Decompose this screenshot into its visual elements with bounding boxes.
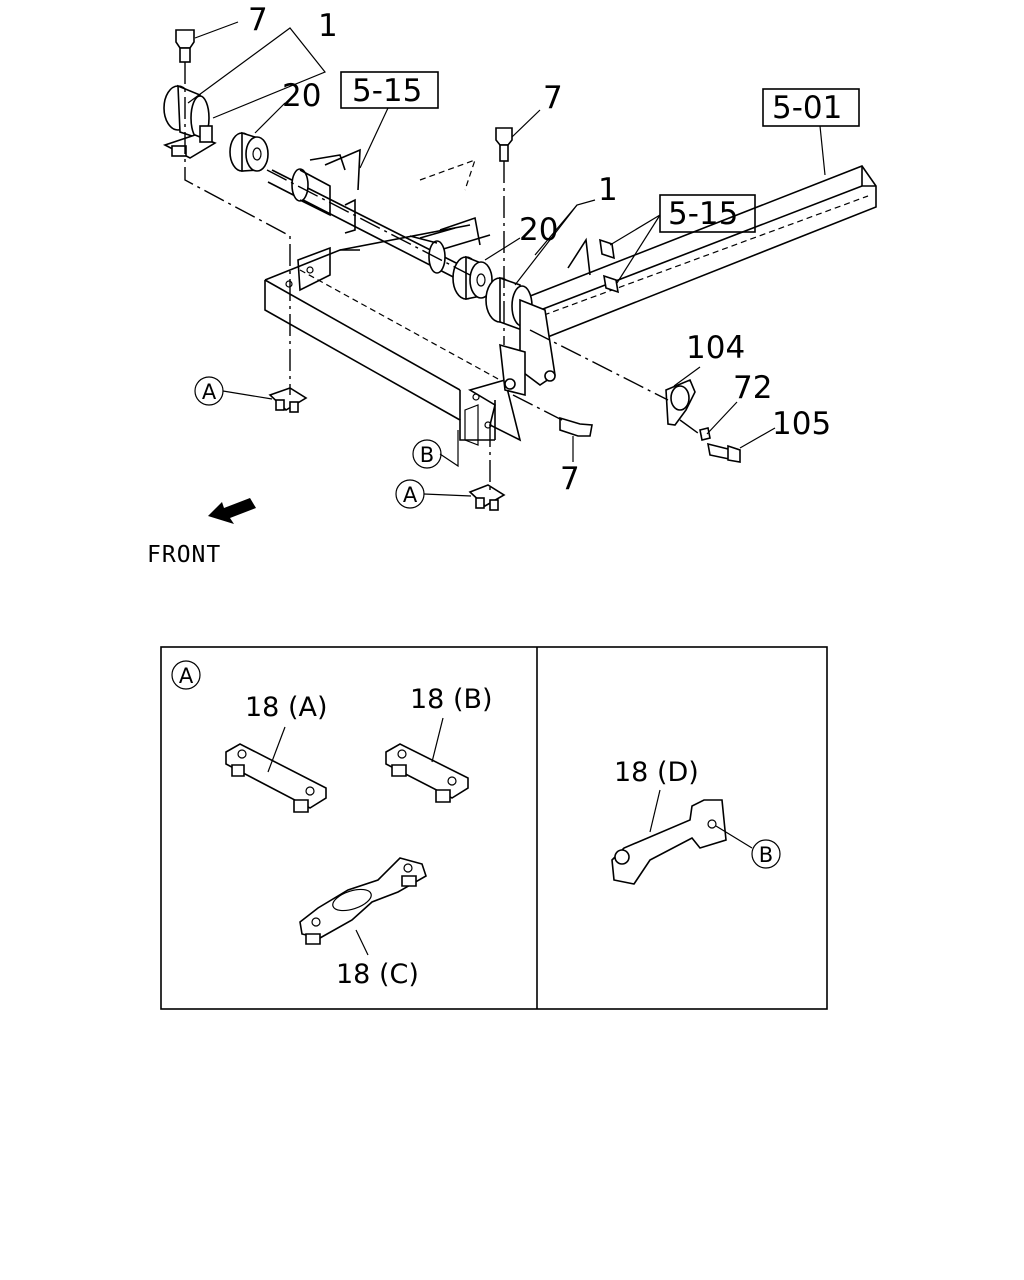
label-bolt-top-left: 7 (248, 2, 268, 38)
right-bushing (452, 255, 493, 300)
svg-text:B: B (759, 843, 773, 867)
right-bracket (485, 276, 556, 397)
svg-text:B: B (420, 443, 434, 467)
front-arrow-icon (208, 498, 256, 524)
leader-lines (187, 21, 826, 497)
label-part-18a: 18 (A) (245, 692, 327, 723)
ref-box-frame (762, 88, 860, 127)
label-ref-left: 5-15 (352, 73, 422, 109)
label-bushing-left: 20 (282, 78, 321, 114)
label-bushing-right: 20 (519, 212, 558, 248)
svg-text:A: A (403, 483, 418, 507)
ref-box-left (340, 71, 439, 109)
label-part-18c: 18 (C) (336, 959, 419, 990)
crossmember (264, 224, 522, 446)
left-bracket (162, 84, 217, 159)
bolt-bottom (559, 416, 593, 437)
label-clamp: 104 (686, 330, 745, 366)
plate-18b (385, 717, 469, 803)
nut-plate-bottom (468, 484, 506, 511)
detail-circle-a: A (171, 660, 201, 690)
stabilizer-bar (267, 148, 481, 284)
circle-a-bottom: A (395, 479, 425, 509)
bolt-top-mid (495, 127, 513, 162)
plate-18c (299, 857, 427, 956)
circle-b: B (412, 439, 442, 469)
front-label: FRONT (147, 542, 221, 568)
left-bushing (229, 131, 269, 172)
svg-text:A: A (202, 380, 217, 404)
bolt-top-left (175, 29, 195, 63)
label-bolt-bottom: 7 (560, 461, 580, 497)
label-part-18b: 18 (B) (410, 684, 493, 715)
ref-box-right (659, 194, 756, 233)
nut-plate-left (268, 387, 308, 413)
svg-text:A: A (179, 664, 194, 688)
plate-18a (225, 726, 327, 813)
circle-a-left: A (194, 376, 224, 406)
label-bracket-right: 1 (598, 172, 618, 208)
label-bolt-top-mid: 7 (543, 80, 563, 116)
label-part-18d: 18 (D) (614, 757, 699, 788)
detail-panel (160, 646, 828, 1010)
label-washer: 72 (733, 370, 772, 406)
frame-rail (419, 159, 877, 345)
centerlines (184, 62, 703, 492)
detail-circle-b: B (751, 839, 781, 869)
label-bracket-left: 1 (318, 8, 338, 44)
label-bolt-right: 105 (772, 406, 831, 442)
clamp-assembly (665, 378, 741, 463)
plate-18d (611, 789, 753, 885)
bolt-right-small (599, 238, 620, 294)
label-ref-frame: 5-01 (772, 90, 842, 126)
label-ref-right: 5-15 (668, 196, 738, 232)
